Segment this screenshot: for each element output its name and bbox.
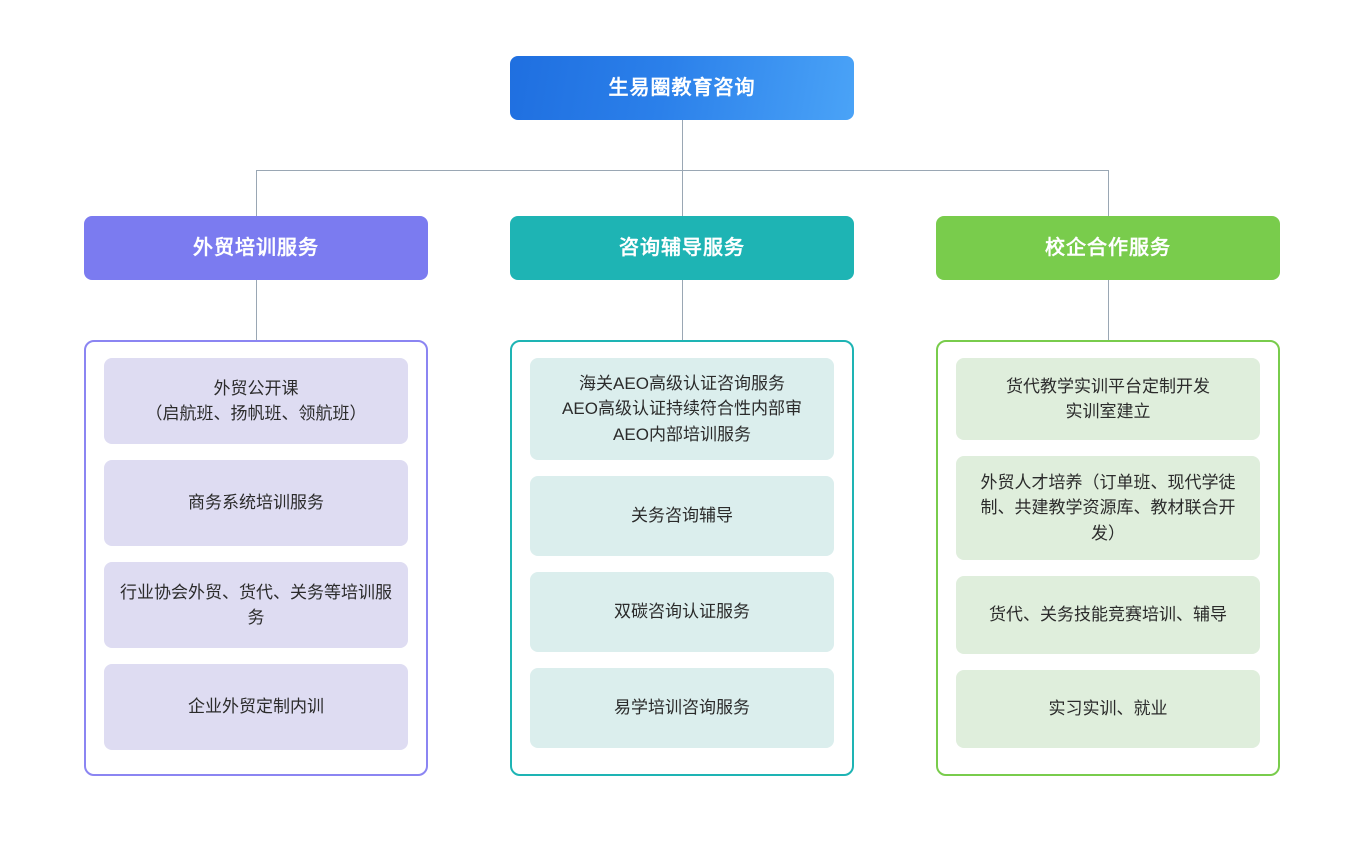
- connector-root-stem: [682, 120, 683, 170]
- leaf-card[interactable]: 货代教学实训平台定制开发 实训室建立: [956, 358, 1260, 440]
- leaf-card[interactable]: 关务咨询辅导: [530, 476, 834, 556]
- branch-body-foreign-trade-training: 外贸公开课 （启航班、扬帆班、领航班） 商务系统培训服务 行业协会外贸、货代、关…: [84, 340, 428, 776]
- connector-branch-stem-3: [1108, 170, 1109, 216]
- leaf-card[interactable]: 行业协会外贸、货代、关务等培训服务: [104, 562, 408, 648]
- connector-body-stem-1: [256, 280, 257, 340]
- connector-branch-stem-1: [256, 170, 257, 216]
- leaf-card[interactable]: 海关AEO高级认证咨询服务 AEO高级认证持续符合性内部审 AEO内部培训服务: [530, 358, 834, 460]
- leaf-card[interactable]: 易学培训咨询服务: [530, 668, 834, 748]
- branch-header-label: 咨询辅导服务: [619, 237, 745, 259]
- branch-body-consulting-tutoring: 海关AEO高级认证咨询服务 AEO高级认证持续符合性内部审 AEO内部培训服务 …: [510, 340, 854, 776]
- connector-branch-stem-2: [682, 170, 683, 216]
- root-node-label: 生易圈教育咨询: [608, 77, 756, 99]
- branch-header-label: 外贸培训服务: [193, 237, 319, 259]
- leaf-card[interactable]: 实习实训、就业: [956, 670, 1260, 748]
- connector-body-stem-3: [1108, 280, 1109, 340]
- leaf-card[interactable]: 商务系统培训服务: [104, 460, 408, 546]
- leaf-card[interactable]: 外贸公开课 （启航班、扬帆班、领航班）: [104, 358, 408, 444]
- root-node[interactable]: 生易圈教育咨询: [510, 56, 854, 120]
- connector-body-stem-2: [682, 280, 683, 340]
- leaf-card[interactable]: 企业外贸定制内训: [104, 664, 408, 750]
- leaf-card[interactable]: 外贸人才培养（订单班、现代学徒制、共建教学资源库、教材联合开发）: [956, 456, 1260, 560]
- branch-header-label: 校企合作服务: [1045, 237, 1171, 259]
- branch-header-consulting-tutoring[interactable]: 咨询辅导服务: [510, 216, 854, 280]
- branch-body-school-enterprise-cooperation: 货代教学实训平台定制开发 实训室建立 外贸人才培养（订单班、现代学徒制、共建教学…: [936, 340, 1280, 776]
- leaf-card[interactable]: 双碳咨询认证服务: [530, 572, 834, 652]
- leaf-card[interactable]: 货代、关务技能竞赛培训、辅导: [956, 576, 1260, 654]
- branch-header-school-enterprise-cooperation[interactable]: 校企合作服务: [936, 216, 1280, 280]
- branch-header-foreign-trade-training[interactable]: 外贸培训服务: [84, 216, 428, 280]
